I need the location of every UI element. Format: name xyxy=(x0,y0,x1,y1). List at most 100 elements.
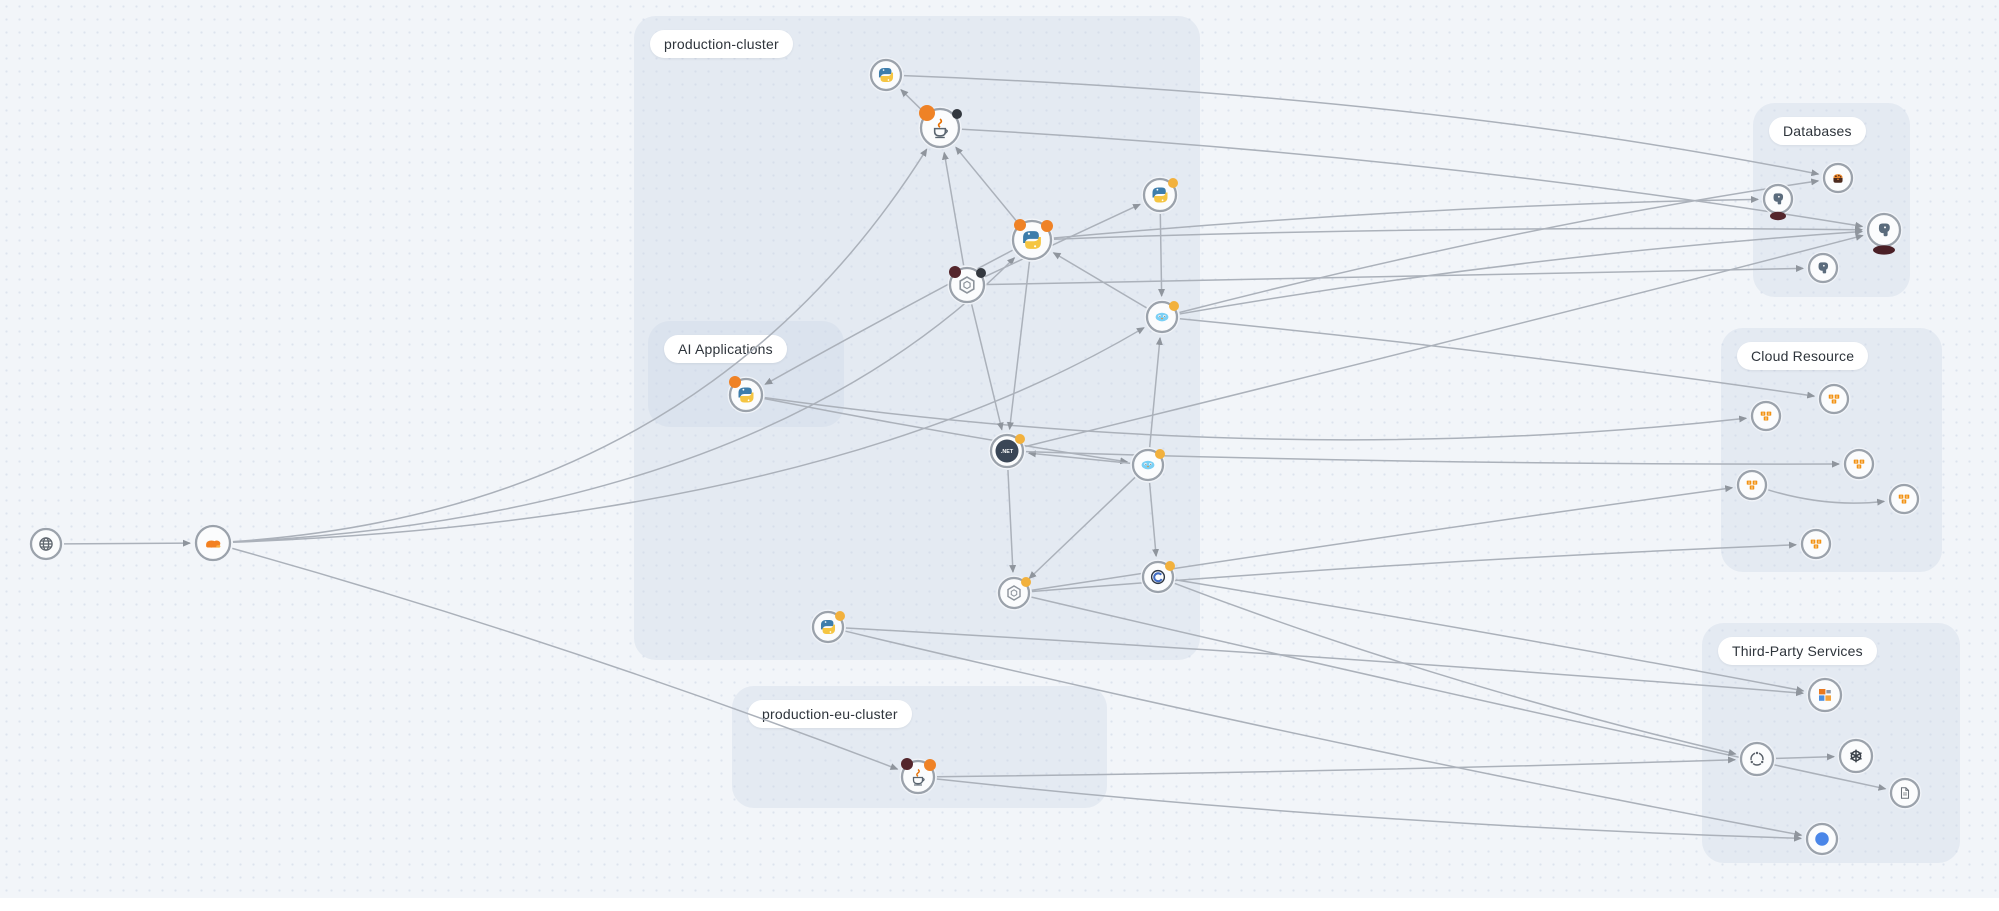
cluster-label-ai-applications: AI Applications xyxy=(664,335,787,363)
edge-py-top-to-db-1 xyxy=(903,74,1820,177)
service-node-db-1[interactable] xyxy=(1821,161,1855,195)
service-node-cloudflare[interactable] xyxy=(193,523,233,563)
edge-cloudflare-to-java-1 xyxy=(232,148,928,543)
integration-grid-icon xyxy=(1819,689,1831,701)
service-node-tp-2[interactable] xyxy=(1738,740,1776,778)
cluster-label-production: production-cluster xyxy=(650,30,793,58)
badge-dot-orange xyxy=(1041,220,1053,232)
badge-orange-lg xyxy=(919,105,935,121)
globe-icon xyxy=(39,537,53,551)
aws-resource-icon xyxy=(1746,480,1758,490)
service-node-internet[interactable] xyxy=(28,526,64,562)
service-node-aws-6[interactable] xyxy=(1799,527,1833,561)
edge-cloudflare-to-py-central xyxy=(232,257,1016,543)
service-node-aws-1[interactable] xyxy=(1817,382,1851,416)
cluster-cloud-resource: Cloud Resource xyxy=(1721,328,1942,572)
service-node-tp-5[interactable] xyxy=(1804,821,1840,857)
edge-py-central-to-dotnet-1 xyxy=(1006,261,1031,431)
edge-go-2-to-node-2 xyxy=(1028,476,1136,580)
badge-dot-yellow xyxy=(1165,561,1175,571)
edge-java-eu-to-tp-5 xyxy=(936,778,1803,842)
service-node-py-bottom[interactable] xyxy=(810,609,846,645)
cluster-ai-applications: AI Applications xyxy=(648,321,844,427)
cluster-label-production-eu: production-eu-cluster xyxy=(748,700,912,728)
java-icon xyxy=(912,768,925,786)
badge-dot-orange xyxy=(1014,219,1026,231)
badge-dot-orange xyxy=(729,376,741,388)
python-icon xyxy=(738,387,754,403)
service-node-framework-1[interactable] xyxy=(1140,559,1176,595)
badge-dot-yellow xyxy=(1169,301,1179,311)
blue-dot-icon xyxy=(1815,832,1829,846)
aws-resource-icon xyxy=(1760,411,1772,421)
badge-dot-yellow xyxy=(1015,434,1025,444)
swirl-icon xyxy=(1150,569,1166,585)
service-node-aws-3[interactable] xyxy=(1842,447,1876,481)
service-node-pg-3[interactable] xyxy=(1806,251,1840,285)
edge-py-central-to-pg-1 xyxy=(1053,195,1759,239)
service-node-java-1[interactable] xyxy=(918,105,963,150)
edge-node-2-to-aws-4 xyxy=(1031,485,1734,591)
service-node-aws-4[interactable] xyxy=(1735,468,1769,502)
service-node-py-right[interactable] xyxy=(1141,176,1179,214)
service-node-dotnet-1[interactable]: .NET xyxy=(988,432,1026,470)
service-node-py-top[interactable] xyxy=(868,57,904,93)
edge-go-1-to-py-central xyxy=(1052,252,1147,309)
nodes-layer: .NET xyxy=(28,57,1922,857)
dotnet-icon: .NET xyxy=(995,439,1019,463)
nodejs-icon xyxy=(959,276,975,294)
service-node-go-1[interactable] xyxy=(1144,299,1180,335)
nodejs-icon xyxy=(1007,585,1021,601)
edge-go-2-to-dotnet-1 xyxy=(1027,450,1131,464)
cloudflare-icon xyxy=(206,540,221,548)
edge-py-ai-to-aws-2 xyxy=(764,396,1748,441)
circle-nodes-icon xyxy=(1749,751,1765,766)
service-node-py-central[interactable] xyxy=(1010,218,1054,262)
aws-resource-icon xyxy=(1898,494,1910,504)
edge-framework-1-to-tp-2 xyxy=(1174,582,1737,756)
service-node-tp-1[interactable] xyxy=(1806,676,1844,714)
edge-dotnet-1-to-node-2 xyxy=(1007,469,1017,574)
service-node-pg-2[interactable] xyxy=(1865,211,1903,255)
badge-dot-orange xyxy=(924,759,936,771)
edge-go-1-to-aws-1 xyxy=(1179,318,1816,399)
edge-node-1-to-java-1 xyxy=(941,151,965,266)
edge-dotnet-1-to-pg-2 xyxy=(1025,233,1864,448)
edge-java-eu-to-tp-2 xyxy=(936,756,1737,778)
edge-py-bottom-to-tp-5 xyxy=(845,630,1803,838)
service-node-java-eu[interactable] xyxy=(899,758,937,796)
badge-bar-maroon xyxy=(1770,211,1786,221)
badge-dot-yellow xyxy=(1155,449,1165,459)
service-node-tp-3[interactable] xyxy=(1837,737,1875,775)
badge-dot-yellow xyxy=(835,611,845,621)
service-node-node-2[interactable] xyxy=(996,575,1032,611)
edge-tp-2-to-tp-3 xyxy=(1775,753,1836,761)
bottom-strip xyxy=(0,898,1999,911)
edge-framework-1-to-tp-1 xyxy=(1175,579,1805,694)
service-node-pg-1[interactable] xyxy=(1761,182,1795,221)
svg-text:.NET: .NET xyxy=(1001,449,1014,455)
go-icon xyxy=(1155,312,1169,322)
service-node-tp-4[interactable] xyxy=(1888,776,1922,810)
service-node-node-1[interactable] xyxy=(947,265,987,305)
badge-dark xyxy=(976,268,986,278)
postgresql-icon xyxy=(1818,262,1829,274)
service-node-go-2[interactable] xyxy=(1130,447,1166,483)
edge-java-1-to-pg-2 xyxy=(961,128,1864,229)
edge-aws-4-to-aws-5 xyxy=(1768,489,1886,506)
aws-resource-icon xyxy=(1853,459,1865,469)
service-node-py-ai[interactable] xyxy=(727,376,765,414)
edge-cloudflare-to-go-1 xyxy=(232,327,1145,543)
cluster-production-eu: production-eu-cluster xyxy=(732,686,1107,808)
aws-resource-icon xyxy=(1810,539,1822,549)
cluster-label-third-party: Third-Party Services xyxy=(1718,637,1877,665)
edge-cloudflare-to-java-eu xyxy=(232,547,899,770)
edges-layer xyxy=(63,74,1887,842)
service-node-aws-5[interactable] xyxy=(1887,482,1921,516)
edge-py-bottom-to-tp-1 xyxy=(845,627,1805,697)
badge-dot-maroon xyxy=(901,758,913,770)
edge-node-1-to-pg-3 xyxy=(986,264,1804,286)
service-node-aws-2[interactable] xyxy=(1749,399,1783,433)
cluster-third-party: Third-Party Services xyxy=(1702,623,1960,863)
edge-node-1-to-dotnet-1 xyxy=(970,304,1004,431)
